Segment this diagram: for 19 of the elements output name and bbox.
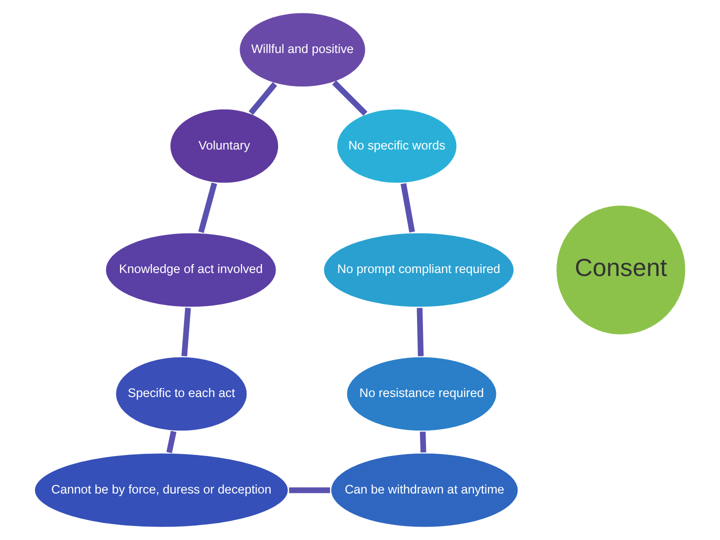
connector (289, 487, 330, 494)
connector (420, 432, 426, 453)
connector (248, 82, 278, 115)
node-ellipse: Cannot be by force, duress or deception (33, 452, 290, 529)
node-circle: Consent (554, 204, 688, 336)
node-ellipse: No resistance required (345, 355, 498, 433)
node-ellipse: Voluntary (168, 107, 280, 185)
connector (166, 430, 176, 454)
node-ellipse: Knowledge of act involved (104, 231, 278, 309)
connector (400, 183, 415, 233)
node-ellipse: Can be withdrawn at anytime (329, 452, 520, 529)
connector (332, 80, 368, 116)
node-ellipse: No prompt compliant required (322, 231, 516, 309)
connector (416, 308, 424, 356)
connector (198, 182, 218, 234)
connector (181, 308, 191, 356)
node-ellipse: Specific to each act (114, 355, 249, 433)
node-ellipse: No specific words (335, 107, 458, 185)
node-ellipse: Willful and positive (238, 11, 368, 88)
